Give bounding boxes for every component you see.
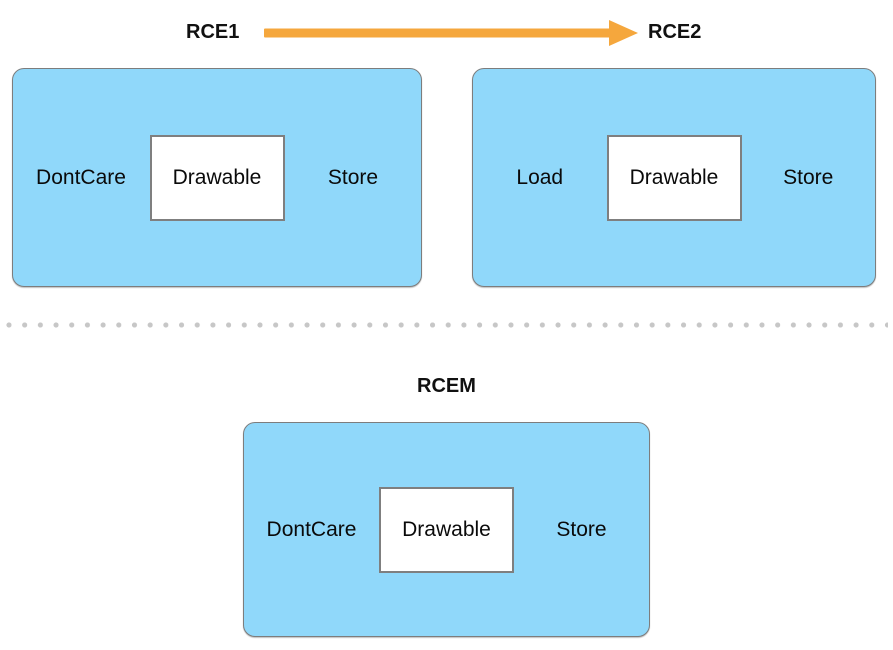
rce1-load-action-label: DontCare xyxy=(36,165,126,189)
rce1-store-action-label: Store xyxy=(327,165,379,189)
rcem-store-action-label: Store xyxy=(556,517,607,541)
rce2-title: RCE2 xyxy=(648,21,702,43)
rcem-title: RCEM xyxy=(417,375,476,397)
rce2-drawable-label: Drawable xyxy=(629,165,719,189)
rce2-store-action-label: Store xyxy=(783,165,834,189)
rcem-panel: DontCare Drawable Store xyxy=(243,422,650,637)
rce2-load-action-label: Load xyxy=(516,165,564,189)
rce2-drawable-box: Drawable xyxy=(606,134,742,221)
rce1-panel: DontCare Drawable Store xyxy=(12,68,422,287)
rcem-load-action-label: DontCare xyxy=(266,517,357,541)
rce2-panel: Load Drawable Store xyxy=(472,68,876,287)
dotted-divider xyxy=(6,322,888,328)
rcem-drawable-box: Drawable xyxy=(379,486,514,573)
right-arrow-icon xyxy=(264,20,638,46)
rce1-title: RCE1 xyxy=(186,21,240,43)
rce1-drawable-label: Drawable xyxy=(172,165,262,189)
rce1-drawable-box: Drawable xyxy=(149,134,285,221)
rcem-drawable-label: Drawable xyxy=(402,517,491,541)
